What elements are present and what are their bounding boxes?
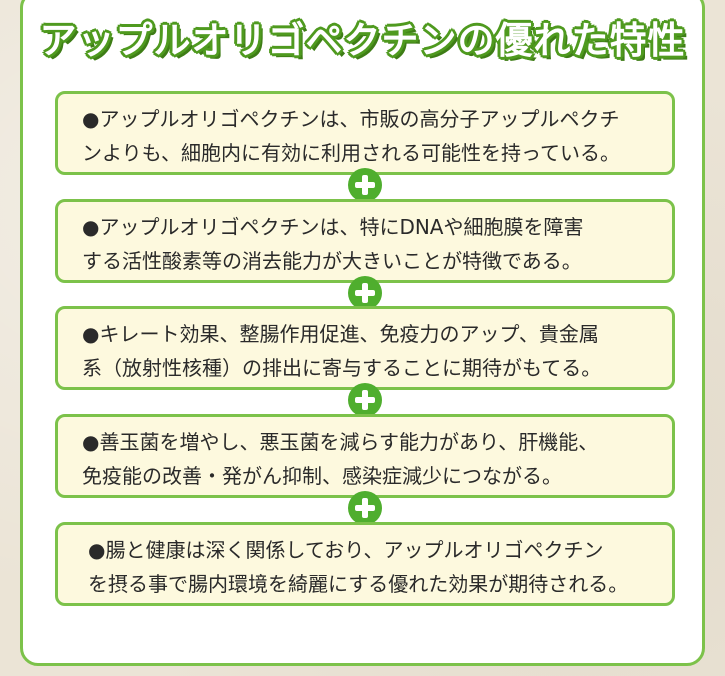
feature-text-line: する活性酸素等の消去能力が大きいことが特徴である。 — [82, 249, 582, 273]
feature-text-line: ●アップルオリゴペクチンは、市販の高分子アップルペクチ — [82, 107, 620, 131]
feature-text-line: ●腸と健康は深く関係しており、アップルオリゴペクチン — [88, 538, 604, 562]
feature-text-line: ンよりも、細胞内に有効に利用される可能性を持っている。 — [82, 141, 620, 165]
feature-box-4: ●善玉菌を増やし、悪玉菌を減らす能力があり、肝機能、 免疫能の改善・発がん抑制、… — [55, 414, 675, 498]
plus-icon — [348, 276, 382, 310]
feature-text-line: 免疫能の改善・発がん抑制、感染症減少につながる。 — [82, 464, 562, 488]
plus-icon — [348, 491, 382, 525]
feature-box-1: ●アップルオリゴペクチンは、市販の高分子アップルペクチ ンよりも、細胞内に有効に… — [55, 91, 675, 175]
feature-box-2: ●アップルオリゴペクチンは、特にDNAや細胞膜を障害 する活性酸素等の消去能力が… — [55, 199, 675, 283]
feature-text-line: ●アップルオリゴペクチンは、特にDNAや細胞膜を障害 — [82, 215, 584, 239]
feature-text-line: ●キレート効果、整腸作用促進、免疫力のアップ、貴金属 — [82, 322, 599, 346]
feature-text-line: 系（放射性核種）の排出に寄与することに期待がもてる。 — [82, 356, 602, 380]
feature-text-line: を摂る事で腸内環境を綺麗にする優れた効果が期待される。 — [88, 572, 629, 596]
feature-box-5: ●腸と健康は深く関係しており、アップルオリゴペクチン を摂る事で腸内環境を綺麗に… — [55, 522, 675, 606]
plus-icon — [348, 168, 382, 202]
plus-icon — [348, 383, 382, 417]
page-title: アップルオリゴペクチンの優れた特性 — [39, 19, 686, 62]
feature-text-line: ●善玉菌を増やし、悪玉菌を減らす能力があり、肝機能、 — [82, 430, 599, 454]
feature-box-3: ●キレート効果、整腸作用促進、免疫力のアップ、貴金属 系（放射性核種）の排出に寄… — [55, 306, 675, 390]
